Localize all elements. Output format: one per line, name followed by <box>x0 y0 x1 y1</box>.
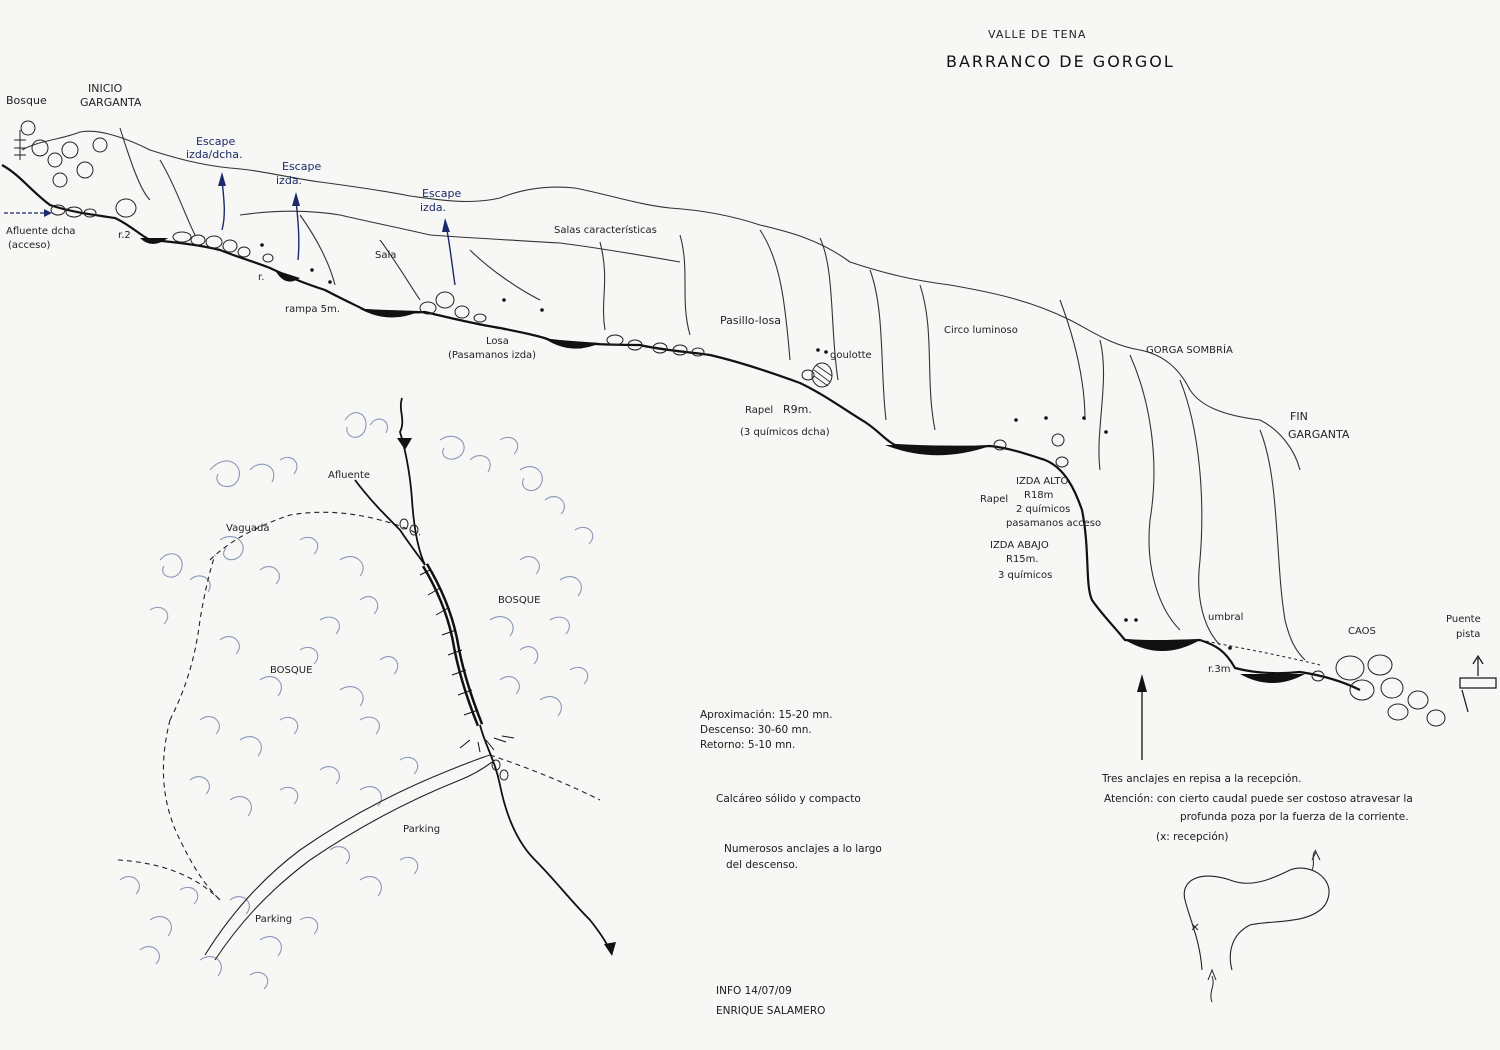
note-rock: Calcáreo sólido y compacto <box>716 793 861 805</box>
time-approach: Aproximación: 15-20 mn. <box>700 709 833 721</box>
label-circo: Circo luminoso <box>944 325 1018 336</box>
label-puente-2: pista <box>1456 629 1480 640</box>
map-label-afluente: Afluente <box>328 470 370 481</box>
pool-1 <box>140 238 168 244</box>
pool-5 <box>885 445 990 456</box>
label-sala: Sala <box>375 250 396 261</box>
label-rapel2: Rapel <box>980 494 1008 505</box>
forest-scribbles <box>119 412 594 990</box>
label-losa: Losa <box>486 336 509 347</box>
goulotte-shape <box>811 362 833 388</box>
label-pasillo: Pasillo-losa <box>720 314 781 327</box>
label-umbral: umbral <box>1208 612 1243 623</box>
note-anchors-1: Numerosos anclajes a lo largo <box>724 843 882 855</box>
time-descent: Descenso: 30-60 mn. <box>700 724 812 736</box>
label-puente-1: Puente <box>1446 614 1481 625</box>
location-map <box>117 397 616 990</box>
river-downstream <box>479 724 611 951</box>
trail-vaguada <box>209 511 421 561</box>
map-label-vaguada: Vaguada <box>226 523 269 534</box>
label-rapel1-1: Rapel <box>745 405 773 416</box>
boulders <box>50 198 1446 727</box>
label-izda-alto-2: R18m <box>1024 490 1053 501</box>
pools <box>140 238 1305 683</box>
note-warning-1: Tres anclajes en repisa a la recepción. <box>1101 773 1301 785</box>
label-pasamanos: (Pasamanos izda) <box>448 350 536 361</box>
map-label-parking-1: Parking <box>403 824 440 835</box>
pool-4 <box>545 339 600 349</box>
forest-trees-icon <box>14 120 108 188</box>
label-escape3-1: Escape <box>422 187 461 200</box>
anchor-dots <box>260 243 1232 650</box>
label-escape2-1: Escape <box>282 160 321 173</box>
label-r3: r.3m <box>1208 664 1230 675</box>
road <box>204 754 491 956</box>
label-bosque: Bosque <box>6 94 47 107</box>
time-return: Retorno: 5-10 mn. <box>700 739 795 751</box>
trail-west <box>169 554 216 721</box>
label-izda-alto-1: IZDA ALTO <box>1016 476 1068 487</box>
region-label: VALLE DE TENA <box>988 28 1086 41</box>
canyon-walls <box>21 127 1306 661</box>
label-salas: Salas características <box>554 224 657 236</box>
label-r1: r. <box>258 272 264 283</box>
handrail-line <box>1199 639 1321 666</box>
trail-lower <box>117 859 221 901</box>
label-inicio-2: GARGANTA <box>80 96 142 109</box>
map-label-bosque-right: BOSQUE <box>498 595 540 606</box>
tributary <box>354 479 426 566</box>
escape-arrows <box>218 172 456 286</box>
label-izda-alto-3: 2 químicos <box>1016 503 1070 515</box>
label-inicio-1: INICIO <box>88 82 123 95</box>
label-goulotte: goulotte <box>830 350 872 361</box>
reception-arrow-icon <box>1137 674 1147 760</box>
trail-east <box>489 754 601 801</box>
label-izda-alto-4: pasamanos acceso <box>1006 518 1101 529</box>
access-arrow-icon <box>4 209 52 217</box>
label-caos: CAOS <box>1348 626 1376 637</box>
road-parallel <box>214 761 493 961</box>
note-warning-3: profunda poza por la fuerza de la corrie… <box>1180 811 1409 823</box>
note-anchors-2: del descenso. <box>726 859 798 871</box>
label-afluente-2: (acceso) <box>8 240 51 251</box>
pool-7 <box>1240 674 1305 683</box>
label-fin-1: FIN <box>1290 410 1308 423</box>
label-fin-2: GARGANTA <box>1288 428 1350 441</box>
reception-sketch <box>1183 849 1330 1003</box>
map-label-bosque-left: BOSQUE <box>270 665 312 676</box>
label-escape2-2: izda. <box>276 174 302 187</box>
label-rapel1-2: R9m. <box>783 403 812 416</box>
label-rampa: rampa 5m. <box>285 304 340 315</box>
pool-3 <box>360 309 420 318</box>
note-warning-2: Atención: con cierto caudal puede ser co… <box>1104 793 1413 805</box>
label-izda-abajo-2: R15m. <box>1006 554 1039 565</box>
bridge-icon <box>1459 654 1497 713</box>
label-r2: r.2 <box>118 230 131 241</box>
pool-2 <box>275 270 300 282</box>
label-rapel1-3: (3 químicos dcha) <box>740 426 830 438</box>
canyon-floor <box>1 164 1361 691</box>
page-title: BARRANCO DE GORGOL <box>946 52 1175 71</box>
label-afluente-1: Afluente dcha <box>6 226 76 237</box>
label-izda-abajo-3: 3 químicos <box>998 569 1052 581</box>
label-escape1-1: Escape <box>196 135 235 148</box>
note-warning-4: (x: recepción) <box>1156 831 1229 843</box>
credit-info: INFO 14/07/09 <box>716 985 792 997</box>
label-escape1-2: izda/dcha. <box>186 148 243 161</box>
pool-6 <box>1125 640 1200 651</box>
label-izda-abajo-1: IZDA ABAJO <box>990 540 1049 551</box>
river-upstream <box>399 397 426 566</box>
credit-author: ENRIQUE SALAMERO <box>716 1005 825 1017</box>
map-label-parking-2: Parking <box>255 914 292 925</box>
label-gorga: GORGA SOMBRÍA <box>1146 343 1233 356</box>
trail-loop <box>162 719 221 901</box>
label-escape3-2: izda. <box>420 201 446 214</box>
